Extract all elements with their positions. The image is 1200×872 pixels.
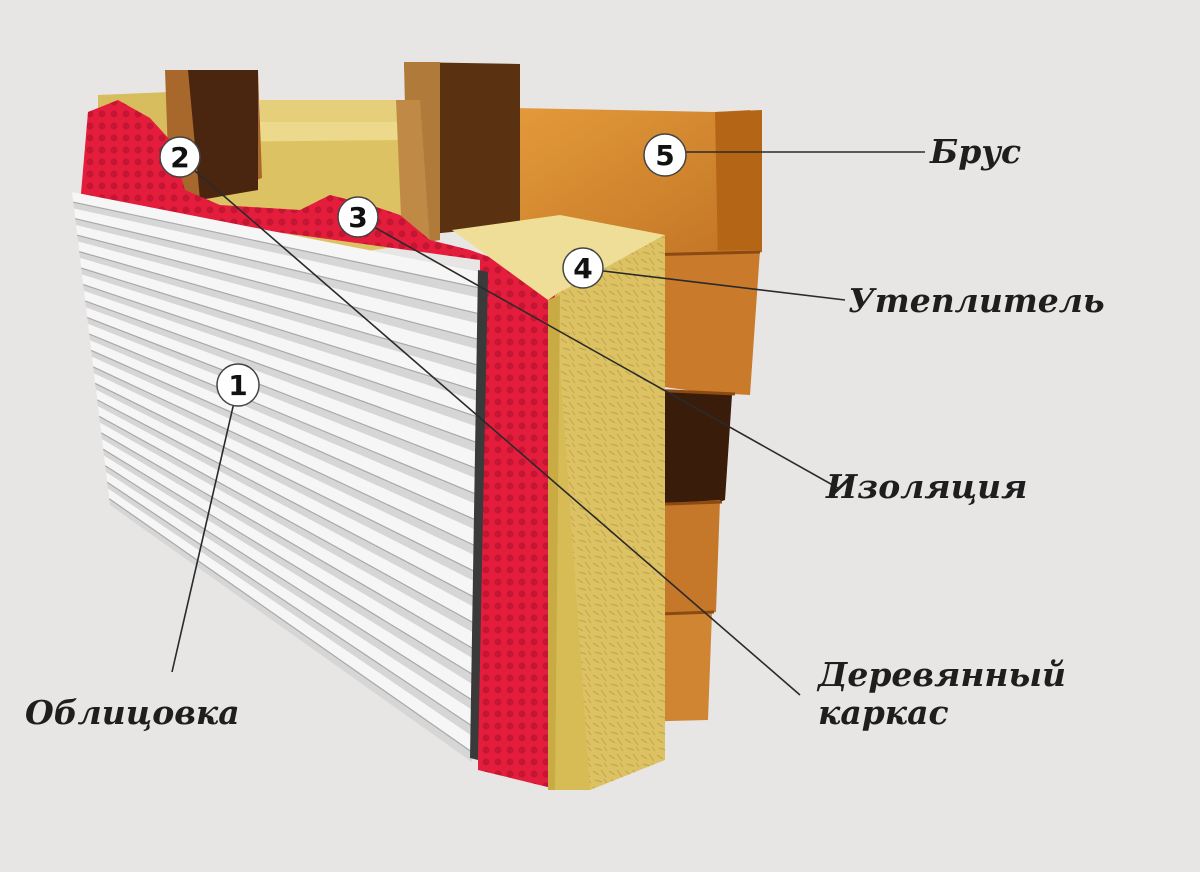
siding-groove bbox=[73, 201, 480, 289]
badge-4: 4 bbox=[562, 247, 604, 289]
badge-1-number: 1 bbox=[228, 369, 247, 402]
siding-strip bbox=[74, 208, 480, 314]
label-cladding: Облицовка bbox=[25, 693, 240, 732]
siding-strip bbox=[100, 422, 475, 650]
siding-groove bbox=[104, 465, 474, 702]
leader-line-4 bbox=[594, 269, 846, 301]
siding-groove bbox=[89, 333, 477, 495]
badge-3-number: 3 bbox=[348, 201, 367, 234]
siding-groove bbox=[92, 366, 476, 547]
siding-strip bbox=[90, 340, 477, 521]
siding-groove bbox=[83, 284, 478, 418]
leader-line-2 bbox=[179, 157, 801, 696]
siding-groove bbox=[87, 316, 478, 470]
label-timber: Брус bbox=[930, 132, 1022, 171]
siding-strip bbox=[76, 224, 480, 340]
siding-groove bbox=[96, 399, 475, 598]
label-insulation-film: Изоляция bbox=[826, 467, 1028, 506]
siding-groove bbox=[81, 267, 479, 392]
siding-strip bbox=[86, 307, 478, 469]
siding-strip bbox=[102, 439, 474, 675]
badge-1: 1 bbox=[216, 363, 260, 407]
siding-groove bbox=[108, 498, 473, 753]
siding-strip bbox=[82, 274, 478, 417]
siding-strip bbox=[72, 192, 480, 288]
siding-strip bbox=[84, 290, 478, 443]
badge-3: 3 bbox=[337, 196, 379, 238]
siding-groove bbox=[77, 234, 480, 341]
siding-strip bbox=[106, 472, 473, 727]
badge-2: 2 bbox=[159, 136, 201, 178]
siding-strip bbox=[80, 257, 479, 392]
label-insulation: Утеплитель bbox=[848, 281, 1105, 320]
siding-groove bbox=[75, 218, 480, 315]
label-frame-line1: Деревянный bbox=[818, 655, 1067, 694]
siding-groove bbox=[102, 448, 474, 676]
siding-strip bbox=[98, 406, 475, 624]
badge-2-number: 2 bbox=[170, 141, 189, 174]
siding-groove bbox=[94, 382, 476, 573]
label-frame: Деревянный каркас bbox=[818, 656, 1066, 732]
badge-4-number: 4 bbox=[573, 252, 592, 285]
badge-5: 5 bbox=[643, 133, 687, 177]
siding-groove bbox=[90, 349, 477, 521]
siding-groove bbox=[85, 300, 478, 444]
leader-lines bbox=[171, 151, 925, 696]
label-frame-line2: каркас bbox=[818, 692, 949, 732]
metal-siding bbox=[72, 192, 480, 762]
siding-groove bbox=[79, 251, 479, 366]
leader-line-1 bbox=[171, 384, 239, 673]
badge-5-number: 5 bbox=[655, 139, 674, 172]
siding-groove bbox=[100, 432, 475, 650]
siding-strip bbox=[92, 356, 476, 546]
siding-strip bbox=[104, 455, 474, 701]
siding-edge bbox=[470, 270, 488, 760]
siding-groove bbox=[98, 415, 475, 624]
leader-line-3 bbox=[357, 217, 839, 489]
siding-strip bbox=[96, 389, 475, 598]
siding-strip bbox=[78, 241, 479, 366]
siding-strip bbox=[88, 323, 477, 495]
siding-strip bbox=[94, 373, 476, 572]
siding-groove bbox=[106, 481, 473, 727]
mineral-wool-slab bbox=[452, 215, 665, 790]
